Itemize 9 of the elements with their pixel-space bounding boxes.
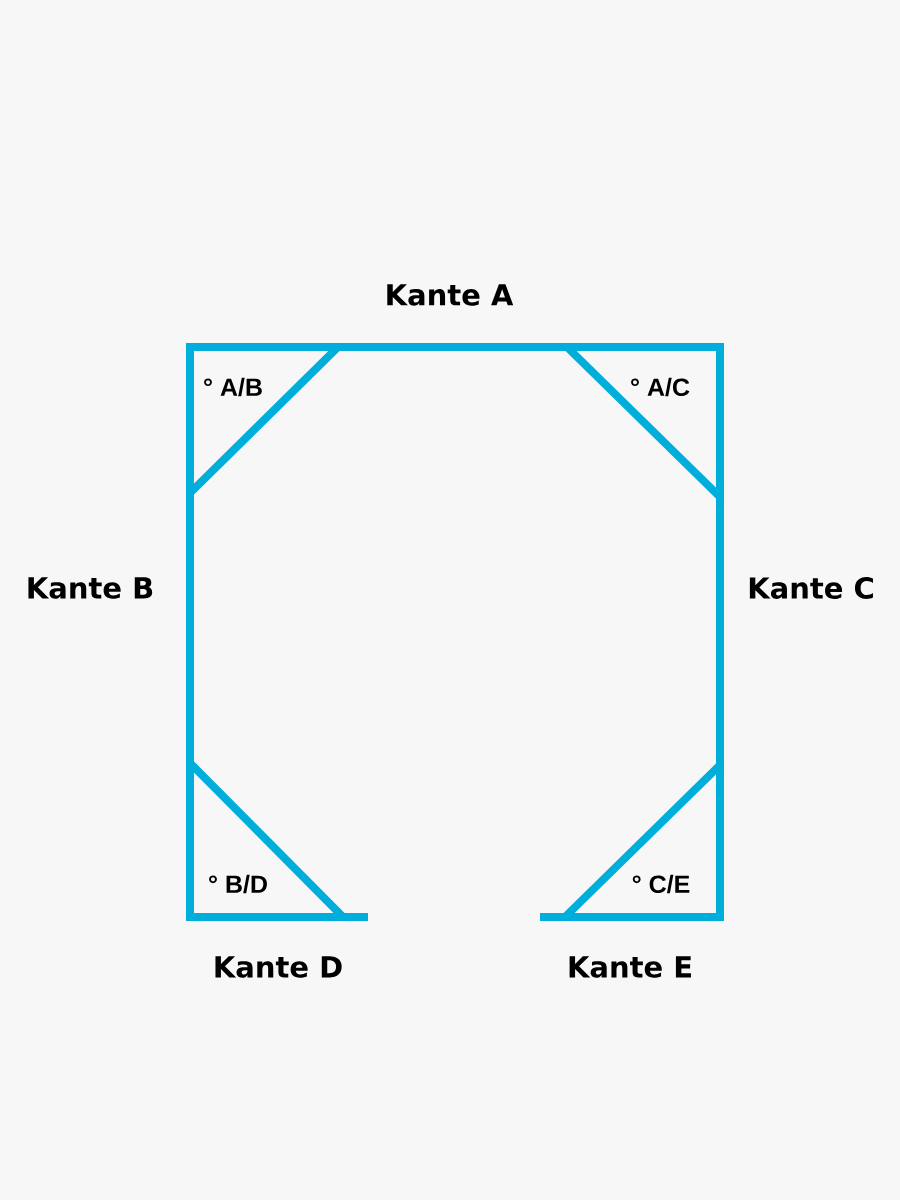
side-label: Kante B xyxy=(28,577,153,599)
side-label: Kante D xyxy=(215,956,342,978)
angle-label: ° A/C xyxy=(631,377,690,397)
angle-label: ° B/D xyxy=(209,874,267,894)
side-label: Kante E xyxy=(569,956,691,978)
angle-label: ° A/B xyxy=(204,377,262,397)
side-label: Kante A xyxy=(387,284,514,306)
angle-label: ° C/E xyxy=(632,874,690,894)
side-label: Kante C xyxy=(749,577,873,599)
